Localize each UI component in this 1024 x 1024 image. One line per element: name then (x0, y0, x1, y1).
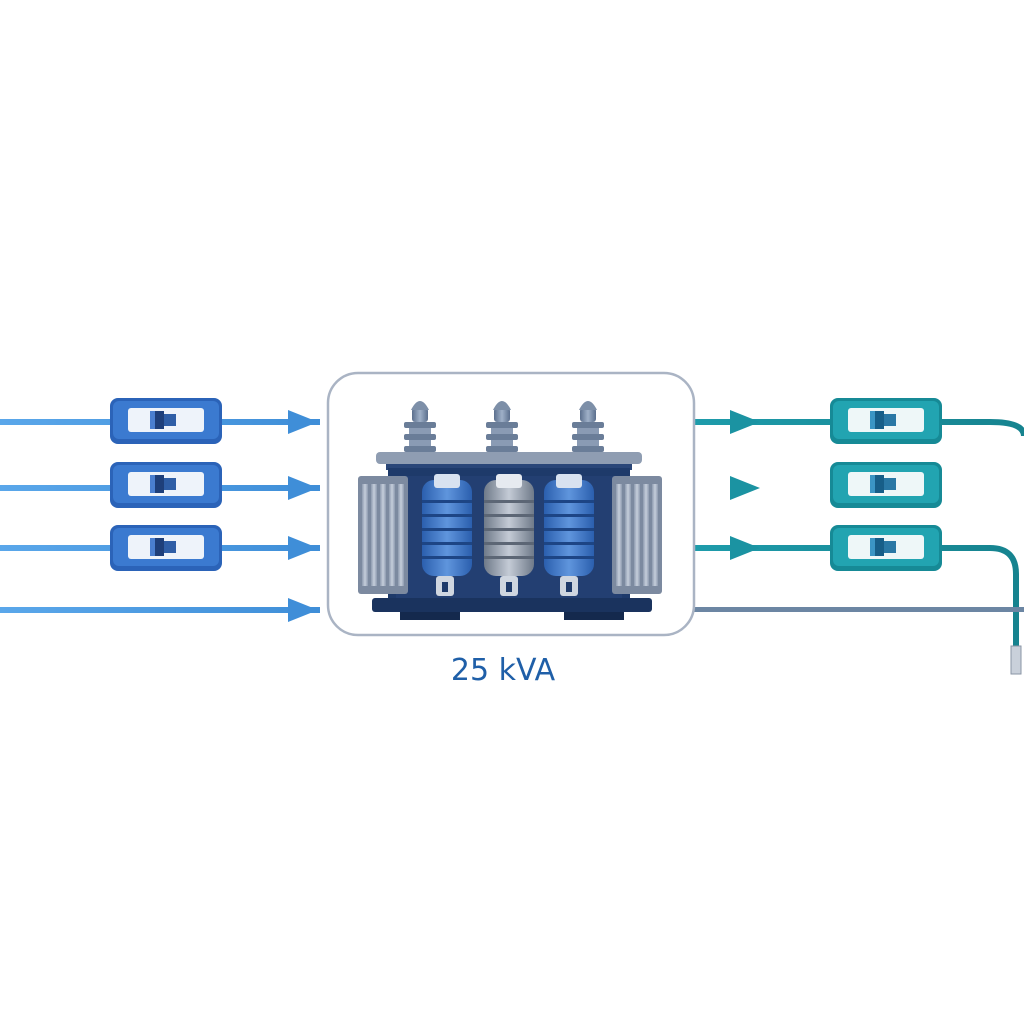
coil-icon-phase-3 (544, 474, 594, 576)
three-phase-transformer-icon (358, 401, 662, 620)
radiator-fins-left (358, 476, 408, 594)
input-switch-phase-2[interactable] (110, 462, 222, 508)
bushing-icon (486, 401, 518, 452)
bushing-icon (572, 401, 604, 452)
output-line-phase-3 (692, 536, 1022, 675)
arrow-right-icon (730, 410, 760, 434)
input-switches (110, 398, 222, 571)
bushing-icon (404, 401, 436, 452)
rating-label: 25 kVA (451, 653, 556, 688)
input-switch-phase-3[interactable] (110, 525, 222, 571)
arrow-right-icon (288, 598, 318, 622)
arrow-right-icon (288, 476, 318, 500)
arrow-right-icon (730, 476, 760, 500)
arrow-right-icon (730, 536, 760, 560)
output-switch-phase-1[interactable] (830, 398, 942, 444)
output-switches (830, 398, 942, 571)
output-switch-phase-2[interactable] (830, 462, 942, 508)
arrow-right-icon (288, 536, 318, 560)
cable-end-icon (1010, 645, 1022, 675)
coil-icon-phase-2 (484, 474, 534, 576)
input-switch-phase-1[interactable] (110, 398, 222, 444)
coil-icon-phase-1 (422, 474, 472, 576)
terminal-icons (436, 576, 578, 596)
output-switch-phase-3[interactable] (830, 525, 942, 571)
output-line-neutral (692, 607, 1024, 612)
input-line-neutral (0, 598, 320, 622)
radiator-fins-right (612, 476, 662, 594)
arrow-right-icon (288, 410, 318, 434)
